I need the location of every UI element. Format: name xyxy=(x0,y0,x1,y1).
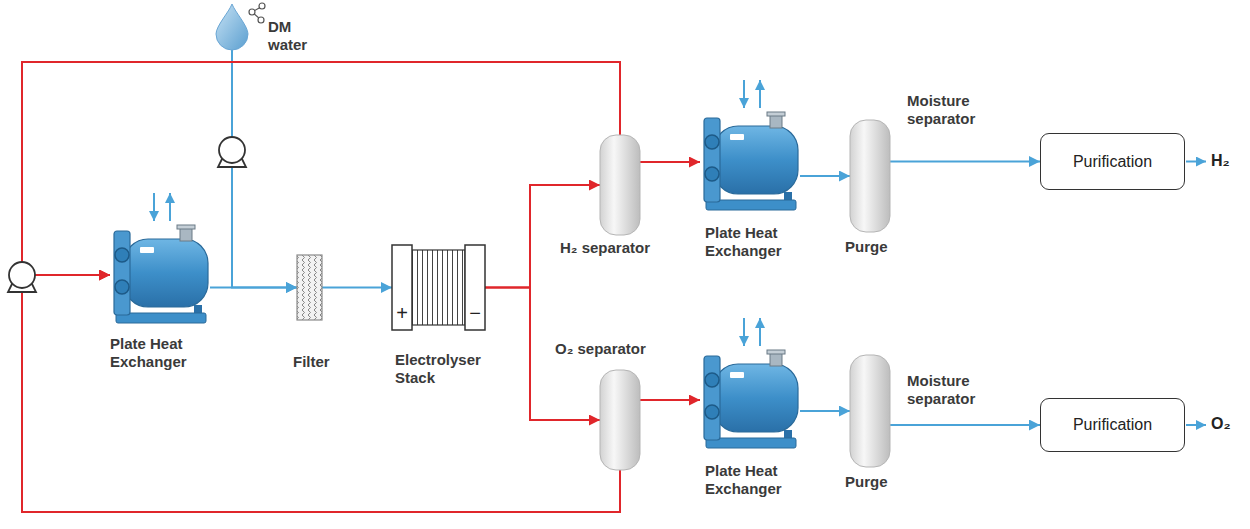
heat-exchanger-figure xyxy=(114,193,208,323)
equipment-label: Plate Heat Exchanger xyxy=(110,335,220,371)
water-source: DM water xyxy=(216,4,248,50)
equipment-label: Purge xyxy=(845,473,905,491)
vessel-figures xyxy=(600,120,890,470)
equipment-label: O₂ separator xyxy=(555,340,685,358)
heat-exchanger-figure xyxy=(704,318,798,448)
separator-vessel: O₂ separator xyxy=(600,370,640,470)
cold-flow-line xyxy=(232,50,297,288)
heat-exchanger: Plate Heat Exchanger xyxy=(700,350,800,450)
equipment-label: DM water xyxy=(268,18,318,54)
heat-exchanger-figure xyxy=(704,80,798,210)
equipment-label: Filter xyxy=(293,353,353,371)
equipment-label: Electrolyser Stack xyxy=(395,351,505,387)
water-droplet xyxy=(216,4,248,50)
illustration-part xyxy=(600,135,640,235)
hot-flow-line xyxy=(640,399,700,401)
polarity-sign: − xyxy=(468,303,482,323)
filter: Filter xyxy=(297,255,322,320)
outlet-arrow xyxy=(1186,161,1206,163)
process-box: Purification xyxy=(1040,133,1185,190)
heat-exchanger: Plate Heat Exchanger xyxy=(110,225,210,325)
polarity-sign: + xyxy=(395,303,409,323)
filter-figure xyxy=(297,255,322,320)
illustration-part xyxy=(392,245,412,330)
product-label: O₂ xyxy=(1211,414,1245,434)
illustration-part xyxy=(219,137,245,163)
flow-label: Moisture separator xyxy=(905,372,1019,408)
illustration-part xyxy=(259,3,265,9)
equipment-label: Plate Heat Exchanger xyxy=(705,224,815,260)
hot-flow-line xyxy=(640,161,700,163)
pump-symbol xyxy=(8,262,36,292)
purge-vessel: Purge xyxy=(850,120,890,232)
heat-exchanger: Plate Heat Exchanger xyxy=(700,112,800,212)
illustration-part xyxy=(249,9,255,15)
illustration-part xyxy=(465,245,485,330)
illustration-part xyxy=(600,370,640,470)
process-box: Purification xyxy=(1040,398,1185,452)
cold-flow-line xyxy=(890,424,1040,426)
illustration-part xyxy=(850,120,890,232)
cold-flow-line xyxy=(322,287,392,289)
process-label: Purification xyxy=(1073,153,1152,171)
purge-vessel: Purge xyxy=(850,355,890,467)
process-label: Purification xyxy=(1073,416,1152,434)
cold-flow-line xyxy=(890,161,1040,163)
illustration-part xyxy=(258,17,264,23)
hot-flow-line xyxy=(22,62,620,275)
illustration-part xyxy=(412,250,465,325)
cold-flow-line xyxy=(210,287,297,289)
hot-flow-line xyxy=(485,185,600,288)
illustration-part xyxy=(9,262,35,288)
product-label: H₂ xyxy=(1211,151,1245,171)
flow-label: Moisture separator xyxy=(905,92,1019,128)
electrolyser-stack-figure xyxy=(392,245,485,330)
separator-vessel: H₂ separator xyxy=(600,135,640,235)
cold-flow-line xyxy=(800,175,850,177)
pump-symbol xyxy=(218,137,246,167)
equipment-label: Purge xyxy=(845,238,905,256)
outlet-arrow xyxy=(1186,424,1206,426)
cold-flow-line xyxy=(800,410,850,412)
molecule-icon xyxy=(249,3,265,23)
equipment-label: Plate Heat Exchanger xyxy=(705,462,815,498)
equipment-label: H₂ separator xyxy=(560,239,690,257)
illustration-part xyxy=(850,355,890,467)
